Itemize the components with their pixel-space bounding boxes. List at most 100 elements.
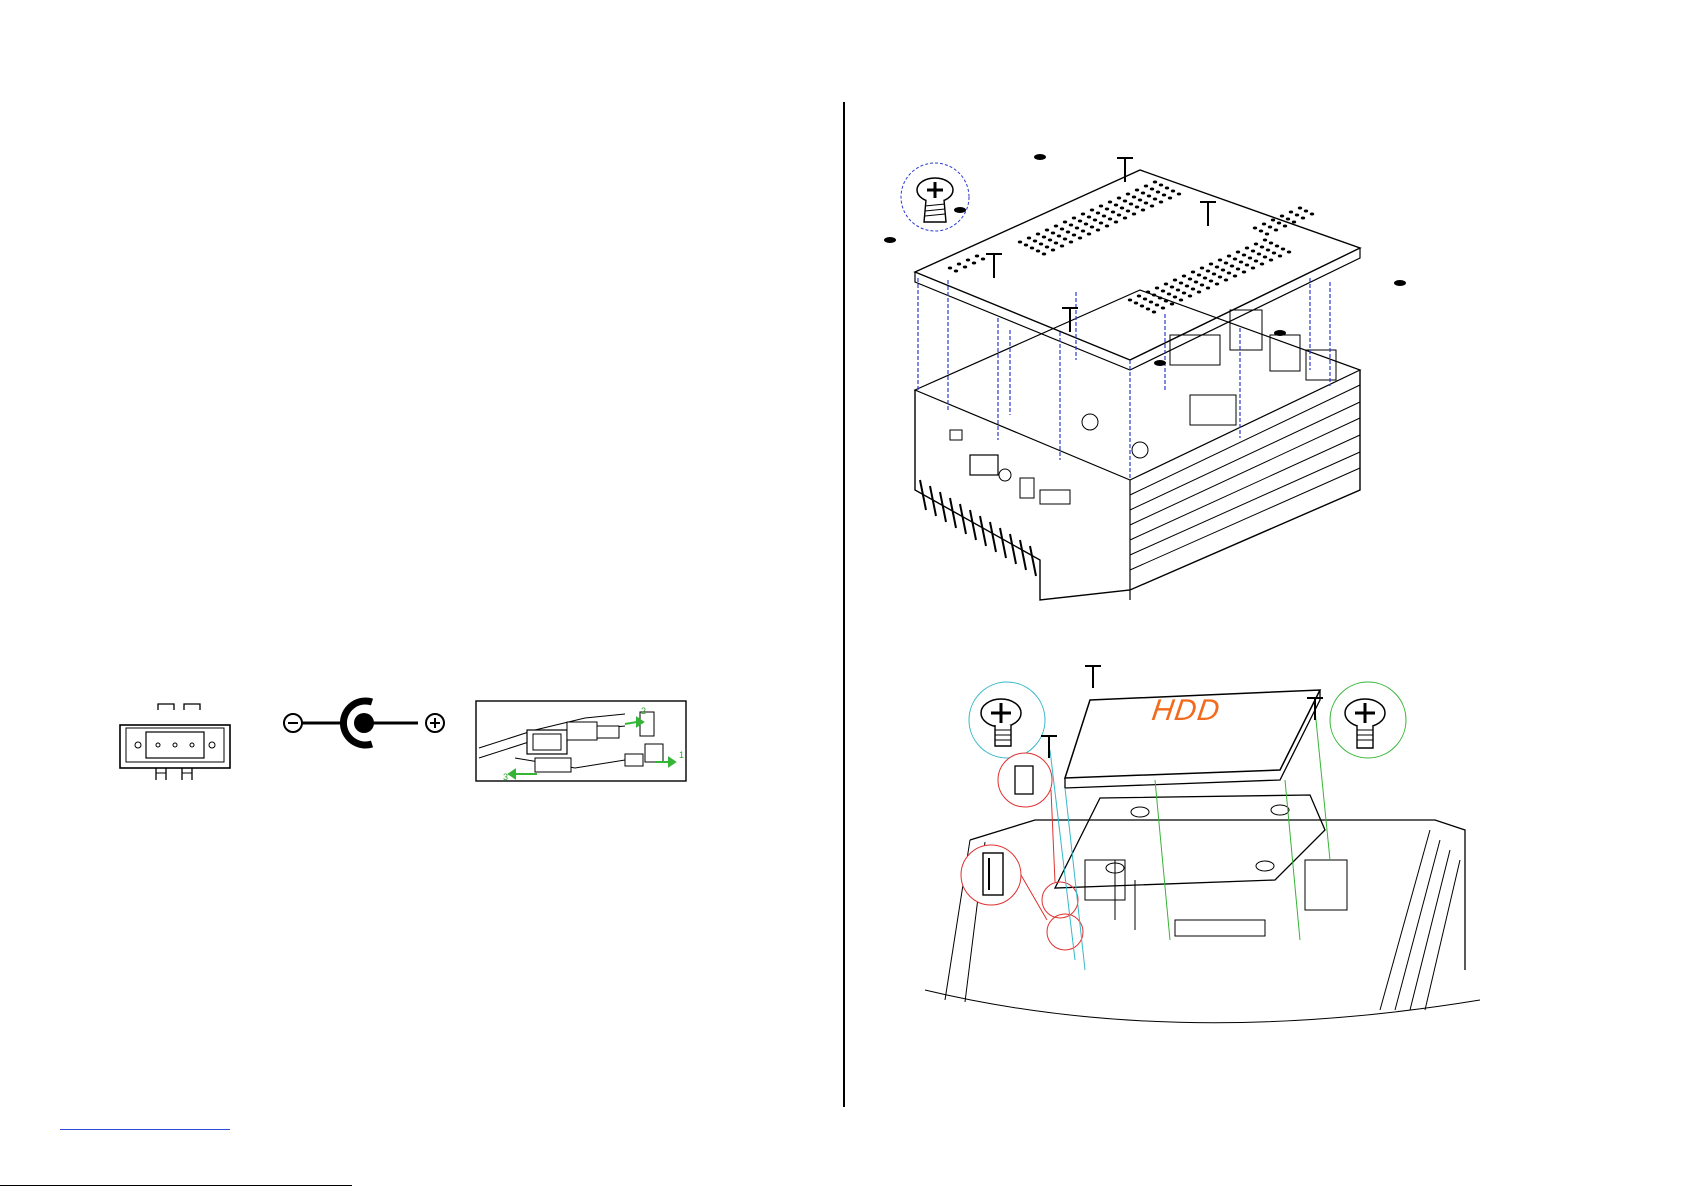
vent-hole bbox=[1167, 293, 1171, 296]
vent-hole bbox=[1111, 211, 1115, 214]
vent-hole bbox=[1251, 250, 1255, 253]
vent-hole bbox=[966, 259, 970, 262]
vent-hole bbox=[1045, 246, 1049, 249]
vent-hole bbox=[1185, 285, 1189, 288]
vent-hole bbox=[1096, 229, 1100, 232]
vent-hole bbox=[1170, 286, 1174, 289]
vent-hole bbox=[1147, 195, 1151, 198]
vent-hole bbox=[1135, 189, 1139, 192]
vent-hole bbox=[1105, 208, 1109, 211]
vent-hole bbox=[1176, 289, 1180, 292]
vent-hole bbox=[1227, 272, 1231, 275]
vent-hole bbox=[1099, 205, 1103, 208]
vent-hole bbox=[1200, 284, 1204, 287]
vent-hole bbox=[1140, 305, 1144, 308]
vent-hole bbox=[1218, 276, 1222, 279]
vent-hole bbox=[1033, 240, 1037, 243]
vent-hole bbox=[1164, 283, 1168, 286]
vent-hole bbox=[1132, 196, 1136, 199]
vent-hole bbox=[1141, 209, 1145, 212]
vent-hole bbox=[1200, 267, 1204, 270]
vent-hole bbox=[1132, 213, 1136, 216]
vent-hole bbox=[957, 263, 961, 266]
vent-hole bbox=[1182, 275, 1186, 278]
vent-hole bbox=[1078, 220, 1082, 223]
vent-hole bbox=[1159, 201, 1163, 204]
vent-hole bbox=[963, 266, 967, 269]
vent-hole bbox=[1168, 197, 1172, 200]
vent-hole bbox=[1161, 307, 1165, 310]
vent-hole bbox=[1263, 256, 1267, 259]
vent-hole bbox=[981, 258, 985, 261]
vent-hole bbox=[1149, 301, 1153, 304]
vent-hole bbox=[1209, 263, 1213, 266]
vent-hole bbox=[1155, 304, 1159, 307]
vent-hole bbox=[1072, 234, 1076, 237]
vent-hole bbox=[1298, 207, 1302, 210]
vent-hole bbox=[1215, 266, 1219, 269]
screw-detail-icon-green bbox=[1345, 699, 1385, 748]
vent-hole bbox=[1218, 259, 1222, 262]
vent-hole bbox=[1024, 244, 1028, 247]
vent-hole bbox=[1194, 281, 1198, 284]
vent-hole bbox=[1188, 278, 1192, 281]
vent-hole bbox=[1269, 242, 1273, 245]
vent-hole bbox=[1051, 249, 1055, 252]
vent-hole bbox=[1039, 243, 1043, 246]
vent-hole bbox=[1036, 233, 1040, 236]
step-3-label: 3 bbox=[503, 772, 508, 782]
vent-hole bbox=[1310, 213, 1314, 216]
vent-hole bbox=[1236, 268, 1240, 271]
screw-detail-icon-cyan bbox=[981, 699, 1021, 746]
vent-hole bbox=[1036, 250, 1040, 253]
vent-hole bbox=[1090, 226, 1094, 229]
vent-hole bbox=[1274, 229, 1278, 232]
vent-hole bbox=[1173, 296, 1177, 299]
vent-hole bbox=[1134, 302, 1138, 305]
vent-hole bbox=[1171, 190, 1175, 193]
vent-hole bbox=[1081, 230, 1085, 233]
vent-hole bbox=[1114, 204, 1118, 207]
vent-hole bbox=[1212, 273, 1216, 276]
vent-hole bbox=[1128, 299, 1132, 302]
vent-hole bbox=[1230, 265, 1234, 268]
vent-hole bbox=[1170, 303, 1174, 306]
vent-hole bbox=[1096, 212, 1100, 215]
vent-hole bbox=[1138, 199, 1142, 202]
vent-hole bbox=[1206, 287, 1210, 290]
vent-hole bbox=[1114, 221, 1118, 224]
vent-hole bbox=[948, 267, 952, 270]
footnote-rule bbox=[0, 1185, 352, 1186]
vent-hole bbox=[1304, 210, 1308, 213]
vent-hole bbox=[1233, 258, 1237, 261]
vent-hole bbox=[1102, 215, 1106, 218]
vent-hole bbox=[1263, 239, 1267, 242]
vent-hole bbox=[1048, 239, 1052, 242]
vent-hole bbox=[1272, 252, 1276, 255]
vent-hole bbox=[1269, 259, 1273, 262]
vent-hole bbox=[1253, 227, 1257, 230]
vent-hole bbox=[1057, 235, 1061, 238]
footer-link-underline[interactable] bbox=[60, 1128, 230, 1130]
vent-hole bbox=[1156, 191, 1160, 194]
vent-hole bbox=[1105, 225, 1109, 228]
vent-hole bbox=[1292, 221, 1296, 224]
vent-hole bbox=[1254, 243, 1258, 246]
vent-hole bbox=[1144, 185, 1148, 188]
vent-hole bbox=[1295, 214, 1299, 217]
vent-hole bbox=[1087, 233, 1091, 236]
vent-hole bbox=[1054, 225, 1058, 228]
vent-hole bbox=[1143, 298, 1147, 301]
vent-hole bbox=[1245, 247, 1249, 250]
screw-detail-icon bbox=[917, 178, 953, 222]
vent-hole bbox=[1150, 188, 1154, 191]
vent-hole bbox=[1081, 213, 1085, 216]
vent-hole bbox=[1141, 192, 1145, 195]
vent-hole bbox=[1206, 270, 1210, 273]
vent-hole bbox=[1242, 271, 1246, 274]
vent-hole bbox=[1262, 223, 1266, 226]
vent-hole bbox=[1283, 225, 1287, 228]
vent-hole bbox=[1227, 255, 1231, 258]
vent-hole bbox=[1239, 261, 1243, 264]
vent-hole bbox=[1135, 206, 1139, 209]
